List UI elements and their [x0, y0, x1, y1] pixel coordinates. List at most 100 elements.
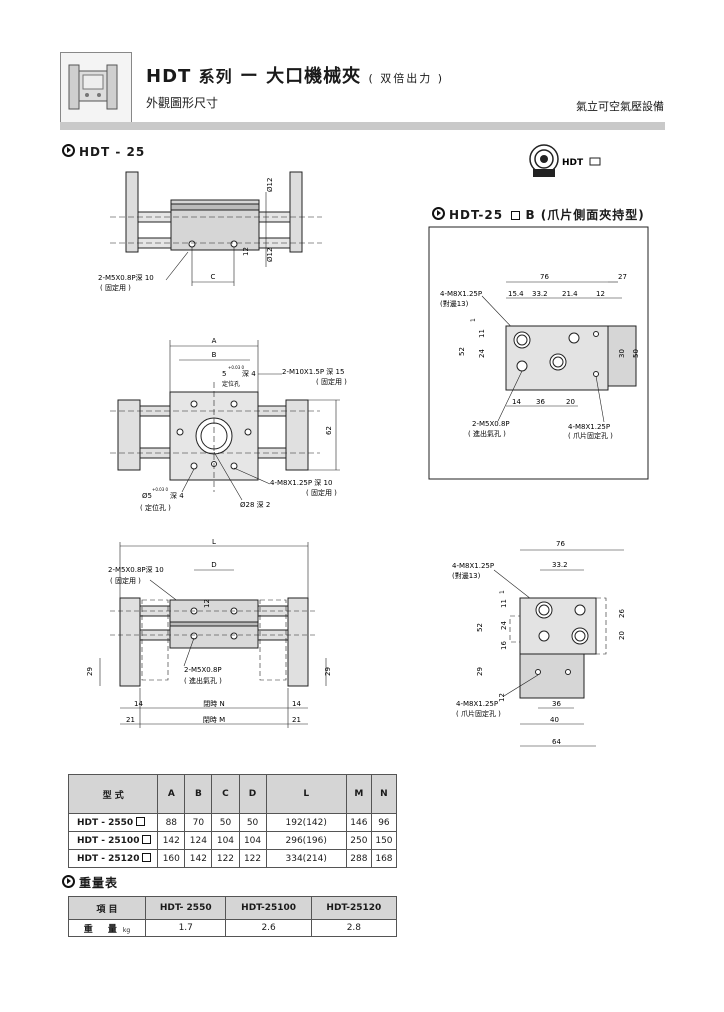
dim-r24: 24 [478, 349, 486, 358]
spec-model: HDT - 2550 [67, 813, 159, 832]
dim-r1: 1 [470, 318, 477, 322]
spec-header: N [370, 774, 398, 814]
option-box-icon [511, 211, 521, 220]
dim-s52: 52 [476, 623, 484, 632]
dim-s16: 16 [500, 641, 508, 650]
spec-cell: 250 [345, 831, 372, 850]
dim-r33-2: 33.2 [532, 290, 548, 298]
spec-cell: 50 [211, 813, 240, 832]
table-row: HDT - 2550 88 70 50 50 192(142) 146 96 [67, 813, 398, 832]
dim-s76: 76 [556, 540, 565, 548]
drawing-side-grip-box: 76 27 4-M8X1.25P (對邊13) 15.4 33.2 21.4 1… [428, 226, 649, 480]
page-subtitle: 外觀圖形尺寸 [146, 96, 219, 110]
label-s-m8b-note: ( 爪片固定孔 ) [456, 709, 501, 718]
dim-s24: 24 [500, 621, 508, 630]
spec-cell: 96 [370, 813, 398, 832]
weight-header: HDT-25100 [225, 896, 312, 920]
spec-header: C [211, 774, 240, 814]
label-r-air-note: ( 進出氣孔 ) [468, 429, 506, 438]
spec-cell: 122 [211, 849, 240, 868]
dim-pin5-tol: +0.03 0 [228, 365, 245, 370]
spec-cell: 104 [238, 831, 267, 850]
weight-header: HDT-25120 [310, 896, 398, 920]
dim-r12: 12 [596, 290, 605, 298]
dim-close-m: 閉時 M [203, 716, 225, 724]
dim-r52: 52 [458, 347, 466, 356]
dim-dia5: Ø5 [142, 492, 152, 500]
dim-s26: 26 [618, 609, 626, 618]
dim-r36: 36 [536, 398, 545, 406]
spec-cell: 288 [345, 849, 372, 868]
dim-s1: 1 [499, 590, 506, 594]
drawing-side-grip-lower: 76 33.2 4-M8X1.25P (對邊13) 1 11 52 24 16 … [452, 540, 626, 747]
dim-dia12a: Ø12 [266, 178, 274, 192]
label-r-m8: 4-M8X1.25P [440, 290, 482, 298]
label-port-note-b: ( 固定用 ) [110, 576, 141, 585]
section-hdt25-heading: HDT - 25 [62, 144, 145, 159]
company-name: 氣立可空氣壓設備 [576, 100, 664, 113]
dim-29b: 29 [324, 667, 332, 676]
label-r-m8-note: (對邊13) [440, 299, 469, 308]
spec-cell: 104 [211, 831, 240, 850]
dim-s20: 20 [618, 631, 626, 640]
option-box-icon [142, 835, 152, 844]
spec-model: HDT - 25120 [67, 849, 159, 868]
dim-a: A [212, 337, 217, 345]
table-row: HDT - 25120 160 142 122 122 334(214) 288… [67, 849, 398, 868]
spec-cell: 146 [345, 813, 372, 832]
label-port-m5b: 2-M5X0.8P深 10 [108, 565, 164, 574]
badge-label: HDT [562, 158, 584, 168]
section-bullet-icon [62, 875, 75, 888]
gripper-illustration [68, 64, 118, 110]
label-s-m8: 4-M8X1.25P [452, 562, 494, 570]
dim-12: 12 [242, 247, 250, 256]
spec-cell: 122 [238, 849, 267, 868]
label-m10: 2-M10X1.5P 深 15 [282, 367, 344, 376]
weight-value: 2.6 [225, 919, 312, 937]
label-m8: 4-M8X1.25P 深 10 [270, 478, 332, 487]
option-box-icon [136, 817, 146, 826]
dim-21b: 21 [292, 716, 301, 724]
label-s-m8b: 4-M8X1.25P [456, 700, 498, 708]
spec-cell: 150 [370, 831, 398, 850]
dim-s40: 40 [550, 716, 559, 724]
label-r-m8b: 4-M8X1.25P [568, 423, 610, 431]
dim-29a: 29 [86, 667, 94, 676]
dim-dia12b: Ø12 [266, 248, 274, 262]
dim-r76: 76 [540, 273, 549, 281]
dim-r11: 11 [478, 329, 486, 338]
drawing-front-view: A B 5 +0.03 0 深 4 定位孔 2-M10X1.5P 深 15 ( … [110, 337, 347, 512]
section-bullet-icon [62, 144, 75, 157]
label-m8-note: ( 固定用 ) [306, 488, 337, 497]
dim-depth4: 深 4 [242, 369, 256, 378]
dim-s64: 64 [552, 738, 561, 746]
drawing-top-view: C Ø12 12 Ø12 2-M5X0.8P深 10 ( 固定用 ) [98, 171, 322, 292]
page-title: HDT 系列 ー 大口機械夾 ( 双倍出力 ) [146, 66, 445, 87]
label-air: 2-M5X0.8P [184, 666, 222, 674]
dim-r20: 20 [566, 398, 575, 406]
section-side-grip-heading: HDT-25 B (爪片側面夾持型) [432, 206, 645, 223]
spec-header-row: 型 式 A B C D L M N [67, 774, 398, 814]
weight-value: 1.7 [144, 919, 227, 937]
dim-b: B [212, 351, 217, 359]
product-thumbnail [60, 52, 132, 124]
spec-cell: 168 [370, 849, 398, 868]
spec-table: 型 式 A B C D L M N HDT - 2550 88 70 50 50… [67, 774, 398, 868]
dim-r15-4: 15.4 [508, 290, 524, 298]
spec-cell: 88 [157, 813, 186, 832]
dim-close-n: 閉時 N [203, 700, 224, 708]
label-m10-note: ( 固定用 ) [316, 377, 347, 386]
spec-header: 型 式 [67, 774, 159, 814]
weight-table: 項 目 HDT- 2550 HDT-25100 HDT-25120 重 量kg … [68, 896, 398, 937]
dim-r14: 14 [512, 398, 521, 406]
dim-21a: 21 [126, 716, 135, 724]
label-dia5-note: ( 定位孔 ) [140, 503, 171, 512]
spec-cell: 296(196) [265, 831, 347, 850]
label-port-m5: 2-M5X0.8P深 10 [98, 273, 154, 282]
weight-unit: kg [122, 926, 131, 934]
spec-cell: 50 [238, 813, 267, 832]
dim-12c: 12 [203, 599, 211, 608]
weight-header-row: 項 目 HDT- 2550 HDT-25100 HDT-25120 [68, 896, 398, 920]
dim-d: D [211, 561, 216, 569]
dim-s33-2: 33.2 [552, 561, 568, 569]
